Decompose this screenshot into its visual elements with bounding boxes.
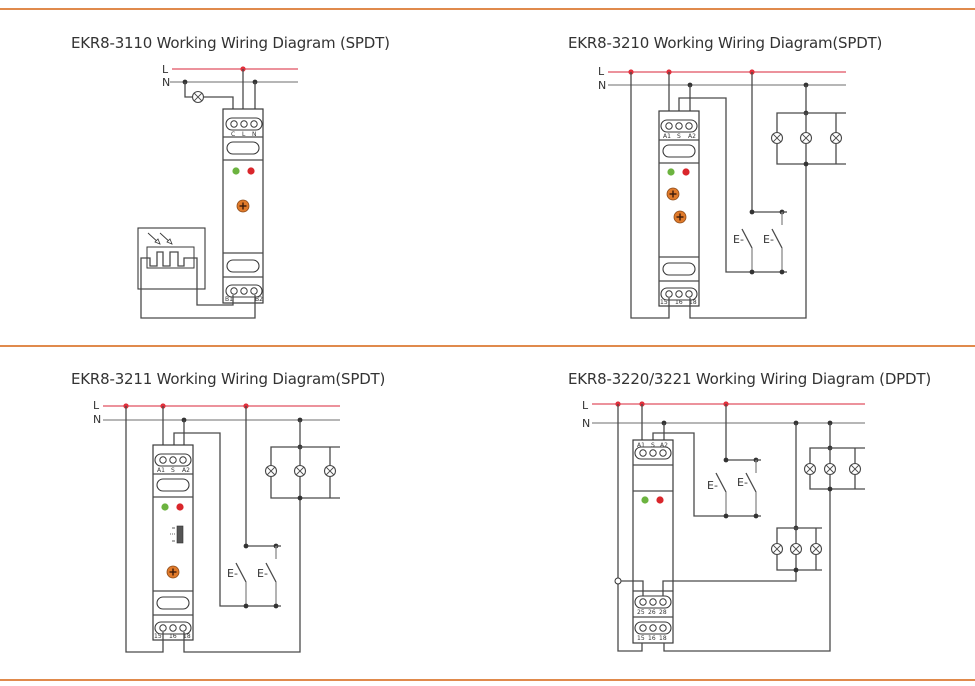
terminal-label: 18 — [183, 633, 191, 640]
terminal-label: B1 — [225, 296, 233, 303]
terminal-label: A1 — [157, 467, 165, 474]
terminal-label: 16 — [675, 299, 683, 306]
push-button-switch — [741, 228, 753, 249]
lamp-icon — [789, 542, 803, 556]
terminal-label: A2 — [660, 442, 668, 449]
terminal-label: S — [677, 133, 681, 140]
top-terminal-block — [154, 453, 192, 467]
lamp-icon — [829, 131, 843, 145]
lamp-icon — [803, 462, 817, 476]
led-green-icon — [641, 496, 649, 504]
line-label-l: L — [582, 399, 589, 412]
terminal-label: A2 — [182, 467, 190, 474]
diagram-title-3211: EKR8-3211 Working Wiring Diagram(SPDT) — [71, 370, 386, 388]
lamp-icon — [848, 462, 862, 476]
line-label-n: N — [582, 417, 590, 430]
terminal-label: C — [231, 131, 235, 138]
push-button-switch — [715, 472, 727, 493]
terminal-label: 18 — [689, 299, 697, 306]
bottom-divider — [0, 679, 975, 681]
lamp-icon — [323, 464, 337, 478]
line-label-n: N — [93, 413, 101, 426]
terminal-label: 16 — [169, 633, 177, 640]
led-green-icon — [232, 167, 240, 175]
label-slot — [662, 262, 696, 276]
push-button-switch — [235, 562, 247, 583]
diagram-3211: L N A1 S A2 15 16 18 — [93, 399, 340, 653]
middle-terminal-block — [634, 595, 672, 609]
top-terminal-block — [660, 119, 698, 133]
push-button-switch — [265, 562, 277, 583]
diagram-3210: L N A1 S A2 15 16 18 — [598, 65, 846, 319]
middle-divider — [0, 345, 975, 347]
terminal-label: 25 — [637, 609, 645, 616]
terminal-label: B2 — [255, 296, 263, 303]
terminal-label: A2 — [688, 133, 696, 140]
terminal-label: A1 — [637, 442, 645, 449]
dip-switch-icon — [170, 525, 184, 544]
terminal-label: 28 — [659, 609, 667, 616]
push-button-switch — [771, 228, 783, 249]
switch-label: E- — [227, 567, 238, 580]
switch-label: E- — [707, 479, 718, 492]
led-red-icon — [176, 503, 184, 511]
bottom-terminal-block — [634, 621, 672, 635]
label-slot — [156, 478, 190, 492]
switch-label: E- — [733, 233, 744, 246]
diagram-3110: L N C L N B1 B2 — [137, 63, 298, 319]
switch-label: E- — [763, 233, 774, 246]
line-label-l: L — [162, 63, 169, 76]
diagram-title-3220-3221: EKR8-3220/3221 Working Wiring Diagram (D… — [568, 370, 931, 388]
line-label-l: L — [598, 65, 605, 78]
top-terminal-block — [634, 446, 672, 460]
line-label-n: N — [162, 76, 170, 89]
label-slot — [226, 259, 260, 273]
line-label-l: L — [93, 399, 100, 412]
led-green-icon — [667, 168, 675, 176]
diagram-title-3110: EKR8-3110 Working Wiring Diagram (SPDT) — [71, 34, 390, 52]
push-button-switch — [745, 472, 757, 493]
lamp-icon — [823, 462, 837, 476]
junction-node — [614, 577, 622, 585]
label-slot — [226, 141, 260, 155]
adjust-knob-icon — [666, 187, 680, 201]
diagram-title-3210: EKR8-3210 Working Wiring Diagram(SPDT) — [568, 34, 883, 52]
adjust-knob-icon — [673, 210, 687, 224]
lamp-icon — [770, 542, 784, 556]
terminal-label: S — [651, 442, 655, 449]
top-terminal-block — [225, 117, 263, 131]
diagram-3220-3221: L N A1 S A2 25 26 28 15 16 18 — [582, 399, 865, 652]
label-slot — [156, 596, 190, 610]
label-slot — [662, 144, 696, 158]
terminal-label: A1 — [663, 133, 671, 140]
adjust-knob-icon — [236, 199, 250, 213]
lamp-icon — [264, 464, 278, 478]
lamp-icon — [293, 464, 307, 478]
terminal-label: 18 — [659, 635, 667, 642]
terminal-label: N — [252, 131, 257, 138]
terminal-label: 16 — [648, 635, 656, 642]
terminal-label: 15 — [637, 635, 645, 642]
led-red-icon — [247, 167, 255, 175]
led-green-icon — [161, 503, 169, 511]
led-red-icon — [656, 496, 664, 504]
lamp-icon — [799, 131, 813, 145]
lamp-icon — [809, 542, 823, 556]
switch-label: E- — [737, 476, 748, 489]
terminal-label: L — [242, 131, 246, 138]
lamp-icon — [770, 131, 784, 145]
terminal-label: 15 — [660, 299, 668, 306]
terminal-label: S — [171, 467, 175, 474]
line-label-n: N — [598, 79, 606, 92]
led-red-icon — [682, 168, 690, 176]
adjust-knob-icon — [166, 565, 180, 579]
top-divider — [0, 8, 975, 10]
switch-label: E- — [257, 567, 268, 580]
terminal-label: 15 — [154, 633, 162, 640]
relay-module — [632, 439, 674, 644]
lamp-icon — [191, 90, 205, 104]
terminal-label: 26 — [648, 609, 656, 616]
